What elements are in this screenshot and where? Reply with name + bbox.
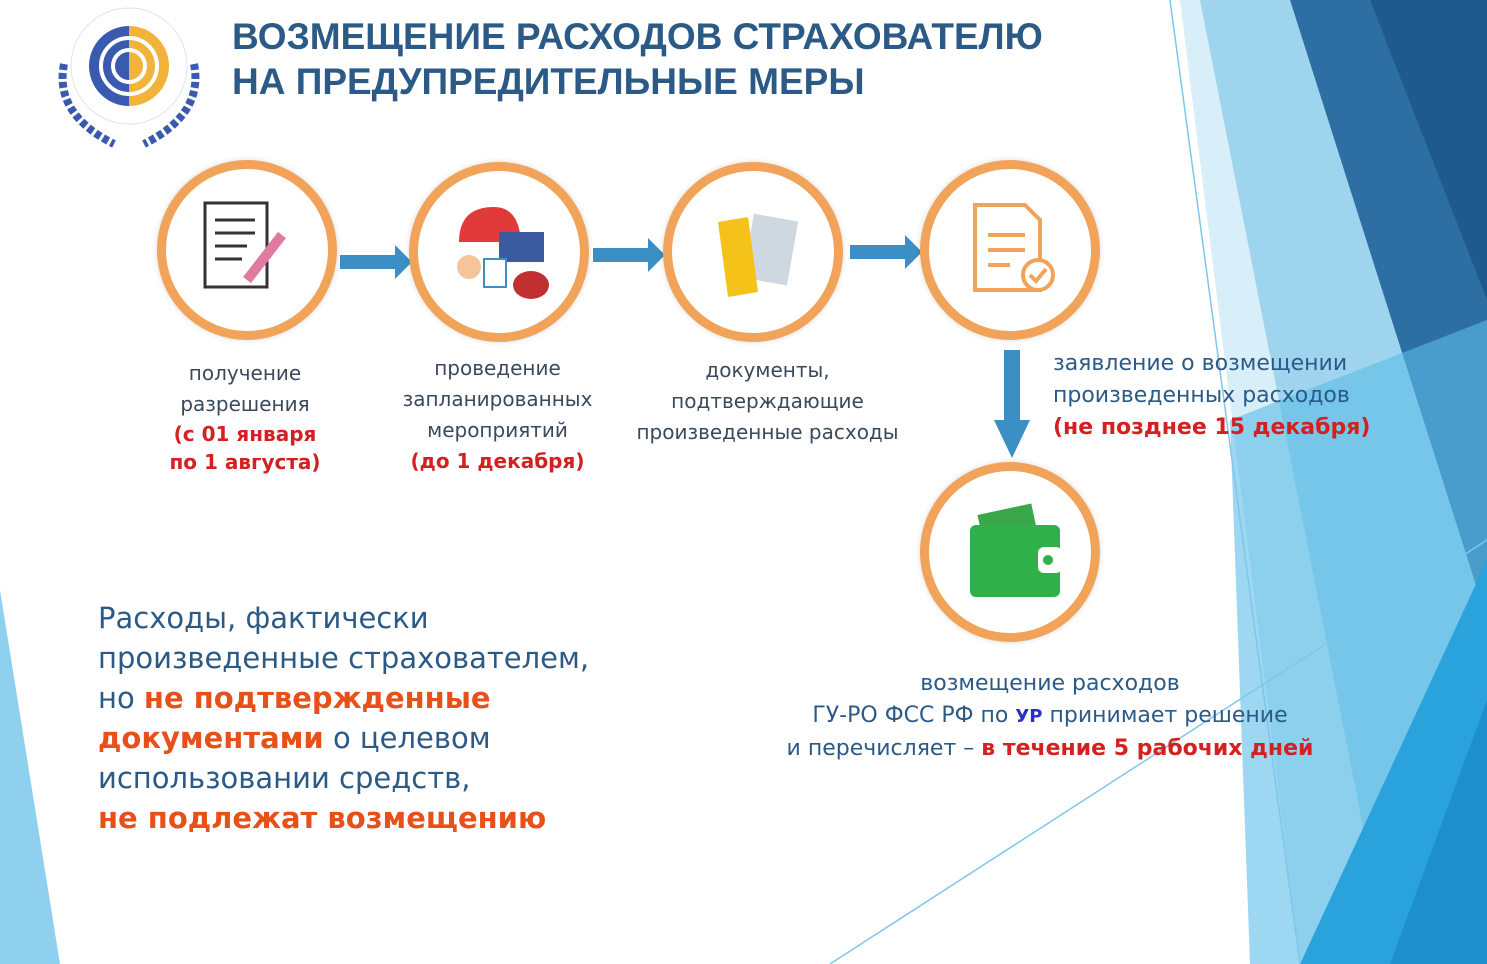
deadline: (до 1 декабря) (410, 449, 585, 473)
documents-folder-icon (718, 213, 799, 297)
step-reimbursement (920, 462, 1100, 642)
step-permission-label: получение разрешения (с 01 января по 1 а… (150, 358, 340, 476)
application-pen-icon (203, 201, 286, 289)
deadline: (с 01 января (173, 422, 317, 446)
note-emphasis: не подлежат возмещению (98, 801, 547, 835)
title-line: ВОЗМЕЩЕНИЕ РАСХОДОВ СТРАХОВАТЕЛЮ (232, 16, 1043, 57)
step-documents-label: документы, подтверждающие произведенные … (620, 355, 915, 448)
label-line: заявление о возмещении (1053, 351, 1348, 376)
warning-note: Расходы, фактически произведенные страхо… (98, 598, 589, 838)
label-line: запланированных (402, 387, 593, 411)
step-reimbursement-label: возмещение расходов ГУ-РО ФСС РФ по УР п… (760, 668, 1340, 765)
label-line: возмещение расходов (920, 671, 1180, 696)
note-text: но (98, 681, 135, 715)
label-line: произведенные расходы (636, 420, 899, 444)
label-line: подтверждающие (671, 389, 864, 413)
label-text: принимает решение (1049, 703, 1288, 728)
label-line: мероприятий (427, 418, 568, 442)
step-documents (663, 162, 843, 342)
note-line: использовании средств, (98, 761, 471, 795)
note-line: Расходы, фактически (98, 601, 429, 635)
title-line: НА ПРЕДУПРЕДИТЕЛЬНЫЕ МЕРЫ (232, 61, 865, 102)
label-text: и перечисляет – (786, 736, 975, 761)
step-permission (157, 160, 337, 340)
document-check-icon (973, 203, 1055, 292)
label-line: разрешения (180, 392, 310, 416)
step-application (920, 160, 1100, 340)
region-abbr: УР (1015, 706, 1043, 727)
step-measures-label: проведение запланированных мероприятий (… (385, 353, 610, 477)
fss-logo (44, 4, 214, 153)
deadline: по 1 августа) (169, 450, 321, 474)
step-measures (409, 162, 589, 342)
wallet-icon (970, 503, 1062, 597)
arrows (340, 235, 1030, 458)
step-application-label: заявление о возмещении произведенных рас… (1053, 348, 1370, 444)
note-emphasis: не подтвержденные (143, 681, 491, 715)
label-line: произведенных расходов (1053, 383, 1350, 408)
safety-equipment-icon (457, 207, 549, 299)
note-emphasis: документами (98, 721, 324, 755)
label-text: ГУ-РО ФСС РФ по (812, 703, 1009, 728)
note-line: произведенные страхователем, (98, 641, 590, 675)
deadline: (не позднее 15 декабря) (1053, 415, 1371, 440)
label-line: получение (188, 361, 302, 385)
page-title: ВОЗМЕЩЕНИЕ РАСХОДОВ СТРАХОВАТЕЛЮ НА ПРЕД… (232, 14, 1043, 104)
note-text: о целевом (332, 721, 491, 755)
deadline: в течение 5 рабочих дней (981, 736, 1314, 761)
label-line: проведение (434, 356, 561, 380)
label-line: документы, (705, 358, 830, 382)
